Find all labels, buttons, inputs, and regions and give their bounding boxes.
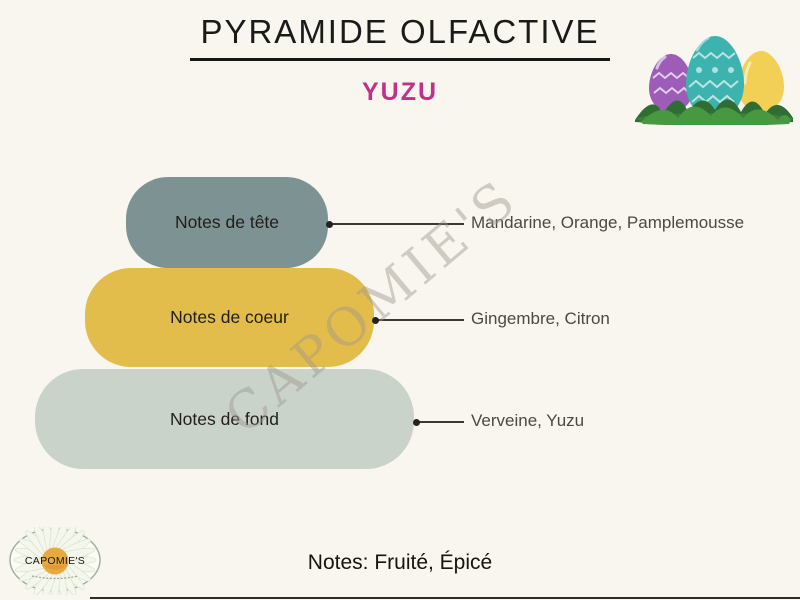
purple-egg-icon <box>649 54 693 112</box>
yellow-egg-icon <box>738 51 784 112</box>
scent-family-note: Notes: Fruité, Épicé <box>307 551 493 574</box>
top-notes-list: Mandarine, Orange, Pamplemousse <box>471 213 745 232</box>
connector-line-heart <box>372 316 464 324</box>
heart-notes-list: Gingembre, Citron <box>471 309 610 328</box>
tier-label: Notes de coeur <box>170 307 289 327</box>
base-notes-list: Verveine, Yuzu <box>471 411 585 430</box>
logo-wordmark: CAPOMIE'S <box>25 555 85 567</box>
teal-egg-icon <box>686 36 744 118</box>
connector-line-base <box>413 418 464 426</box>
tier-heart-notes: Notes de coeur <box>85 268 374 367</box>
tier-label: Notes de fond <box>170 408 279 429</box>
tier-label: Notes de tête <box>174 212 280 232</box>
tier-top-notes: Notes de tête <box>126 177 328 268</box>
grass-icon <box>635 99 793 125</box>
easter-eggs-illustration <box>635 36 793 125</box>
fragrance-name: YUZU <box>361 78 439 106</box>
header: PYRAMIDE OLFACTIVE <box>0 13 800 61</box>
tier-base-notes: Notes de fond <box>35 369 414 469</box>
bottom-edge-line <box>90 597 800 599</box>
brand-logo: CAPOMIE'S <box>9 527 101 595</box>
logo-tagline-squiggle <box>31 575 79 580</box>
page-title: PYRAMIDE OLFACTIVE <box>190 13 610 61</box>
connector-line-top <box>326 220 464 228</box>
